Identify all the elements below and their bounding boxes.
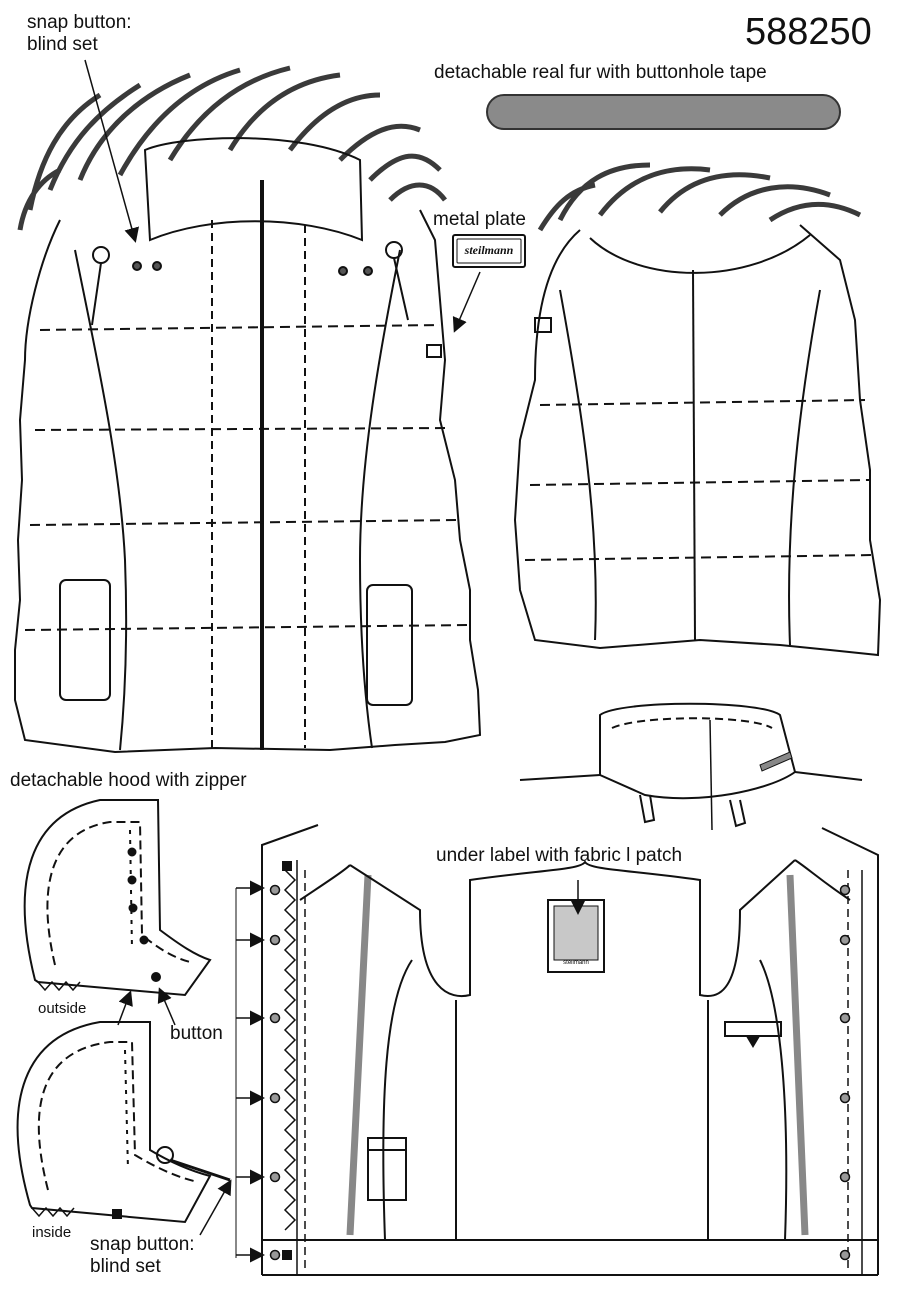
back-center-seam [692, 269, 696, 641]
back-neckline [589, 234, 811, 274]
right-welt-pocket [366, 584, 413, 706]
front-quilt-lines [24, 324, 471, 631]
snap-dot-1 [132, 261, 142, 271]
snap-button-label-top: snap button: blind set [27, 12, 132, 56]
front-fur-trim [17, 65, 447, 231]
back-jacket [513, 162, 882, 657]
front-sleeve-badge [426, 344, 442, 358]
right-snap-3 [839, 1012, 851, 1024]
style-number: 588250 [745, 11, 872, 53]
front-body-outline [14, 209, 482, 754]
annotation-arrows [84, 59, 586, 1263]
metal-plate-brand: steilmann [464, 243, 514, 257]
left-welt-pocket [59, 579, 111, 701]
left-snap-6 [269, 1249, 281, 1261]
left-snap-2 [269, 934, 281, 946]
front-side-seams [74, 249, 401, 751]
inner-pocket [367, 1137, 407, 1201]
snap-dot-2 [152, 261, 162, 271]
snap-dot-4 [363, 266, 373, 276]
front-placket [211, 220, 306, 748]
snap-button-label-bottom: snap button: blind set [90, 1234, 195, 1278]
collar-detail [519, 702, 863, 831]
back-body-outline [513, 224, 882, 657]
drawcords [91, 257, 409, 326]
snap-button-label-bottom-line1: snap button: [90, 1234, 195, 1255]
hood-label: detachable hood with zipper [10, 770, 247, 791]
inside-label: inside [32, 1224, 72, 1241]
snap-button-label-bottom-line2: blind set [90, 1256, 161, 1277]
snap-button-label-top-line1: snap button: [27, 12, 132, 33]
snap-button-label-top-line2: blind set [27, 34, 98, 55]
button-label: button [170, 1023, 223, 1044]
open-lining-view [235, 824, 879, 1276]
metal-plate-label: metal plate [433, 209, 526, 230]
front-jacket [14, 65, 482, 754]
right-snap-5 [839, 1171, 851, 1183]
snap-dot-3 [338, 266, 348, 276]
back-fur-trim [537, 162, 862, 232]
left-snap-5 [269, 1171, 281, 1183]
left-snap-4 [269, 1092, 281, 1104]
right-snap-4 [839, 1092, 851, 1104]
fur-description: detachable real fur with buttonhole tape [434, 62, 767, 83]
patch-brand: steilmann [563, 960, 589, 966]
outside-label: outside [38, 1000, 87, 1017]
inner-loop [724, 1021, 782, 1037]
hood-inside [16, 1021, 231, 1224]
right-snap-1 [839, 884, 851, 896]
right-snap-6 [839, 1249, 851, 1261]
metal-plate-badge [452, 234, 526, 268]
left-snap-1 [269, 884, 281, 896]
back-sleeve-badge [534, 317, 552, 333]
buttonhole-tape-swatch [486, 94, 841, 130]
hood-outside [23, 799, 212, 997]
drawcord-eyelet-left [92, 246, 110, 264]
back-side-seams [559, 289, 821, 646]
front-collar [143, 137, 364, 242]
under-label-description: under label with fabric l patch [436, 845, 683, 866]
back-quilt-lines [524, 399, 876, 561]
left-snap-3 [269, 1012, 281, 1024]
right-snap-2 [839, 934, 851, 946]
